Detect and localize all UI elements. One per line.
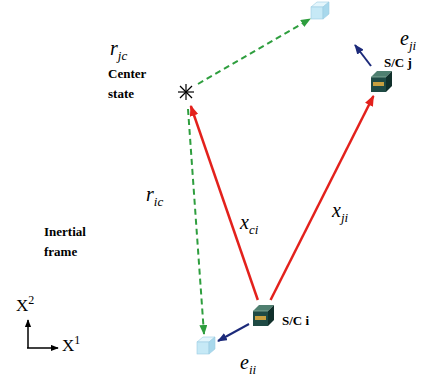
edge-label-holder: xci	[240, 210, 258, 234]
symbol-base: r	[146, 183, 154, 205]
edge-label-holder: xji	[332, 198, 348, 222]
craft-edge	[253, 311, 268, 312]
error-vector	[355, 45, 371, 66]
position-vector	[191, 106, 258, 300]
symbol-index: jc	[118, 48, 127, 63]
symbol-index: ii	[249, 362, 256, 377]
symbol-base: r	[110, 37, 118, 59]
spacecraft-icon	[250, 302, 276, 328]
craft-panel	[373, 82, 384, 86]
symbol-base: e	[400, 27, 409, 49]
craft-side	[268, 305, 274, 326]
symbol-index: ic	[154, 194, 163, 209]
vector-label: eji	[400, 26, 416, 50]
symbol-base: X	[62, 336, 74, 355]
vector-label-holder: ric	[146, 182, 163, 206]
star-stroke	[180, 86, 192, 98]
frame-label: Inertial frame	[44, 222, 116, 262]
center-state: Center state	[106, 62, 198, 106]
node-text: Center state	[108, 62, 170, 104]
star-stroke	[180, 86, 192, 98]
spacecraft-icon	[368, 68, 394, 94]
node-text: S/C j	[384, 52, 412, 71]
craft-front	[371, 77, 386, 92]
symbol-index: ji	[341, 210, 348, 225]
axis-arrow	[27, 347, 58, 349]
axis-label-holder: X2	[16, 296, 34, 316]
offset-vector	[188, 109, 204, 334]
target-cube	[311, 2, 329, 19]
symbol-index: 1	[74, 333, 80, 347]
cube-face	[209, 337, 215, 354]
vector-label: eii	[240, 350, 256, 374]
symbol-index: ji	[409, 38, 416, 53]
error-vector	[218, 324, 249, 341]
connector-layer	[191, 96, 374, 300]
craft-side	[386, 71, 392, 92]
frame-label-holder: Inertial frame	[44, 222, 116, 262]
axis-arrow	[27, 320, 29, 348]
vector-label: rjc	[110, 36, 127, 60]
craft-edge	[371, 77, 386, 78]
axis-label: X1	[62, 336, 80, 356]
center-star	[178, 84, 194, 100]
cube-face	[311, 7, 323, 19]
vector-label-holder: rjc	[110, 36, 127, 60]
craft-panel	[255, 316, 266, 320]
craft-front	[253, 311, 268, 326]
vector-label: xji	[332, 198, 348, 222]
vector-label: xci	[240, 210, 258, 234]
symbol-base: X	[16, 296, 28, 315]
symbol-index: ci	[249, 222, 258, 237]
vector-label: ric	[146, 182, 163, 206]
symbol-base: e	[240, 351, 249, 373]
cube-face	[197, 342, 209, 354]
node-text: S/C i	[282, 300, 309, 329]
position-vector	[271, 96, 374, 300]
axis-label: X2	[16, 296, 34, 316]
symbol-base: x	[240, 211, 249, 233]
axis-label-holder: X1	[62, 336, 80, 356]
symbol-base: x	[332, 199, 341, 221]
vector-label-holder: eii	[240, 350, 256, 374]
spacecraft-j: S/C j	[366, 52, 416, 96]
cube-face	[323, 2, 329, 19]
target-cube	[197, 337, 215, 354]
offset-vector	[198, 19, 310, 84]
spacecraft-i: S/C i	[250, 300, 314, 331]
symbol-index: 2	[28, 293, 34, 307]
vector-label-holder: eji	[400, 26, 416, 50]
